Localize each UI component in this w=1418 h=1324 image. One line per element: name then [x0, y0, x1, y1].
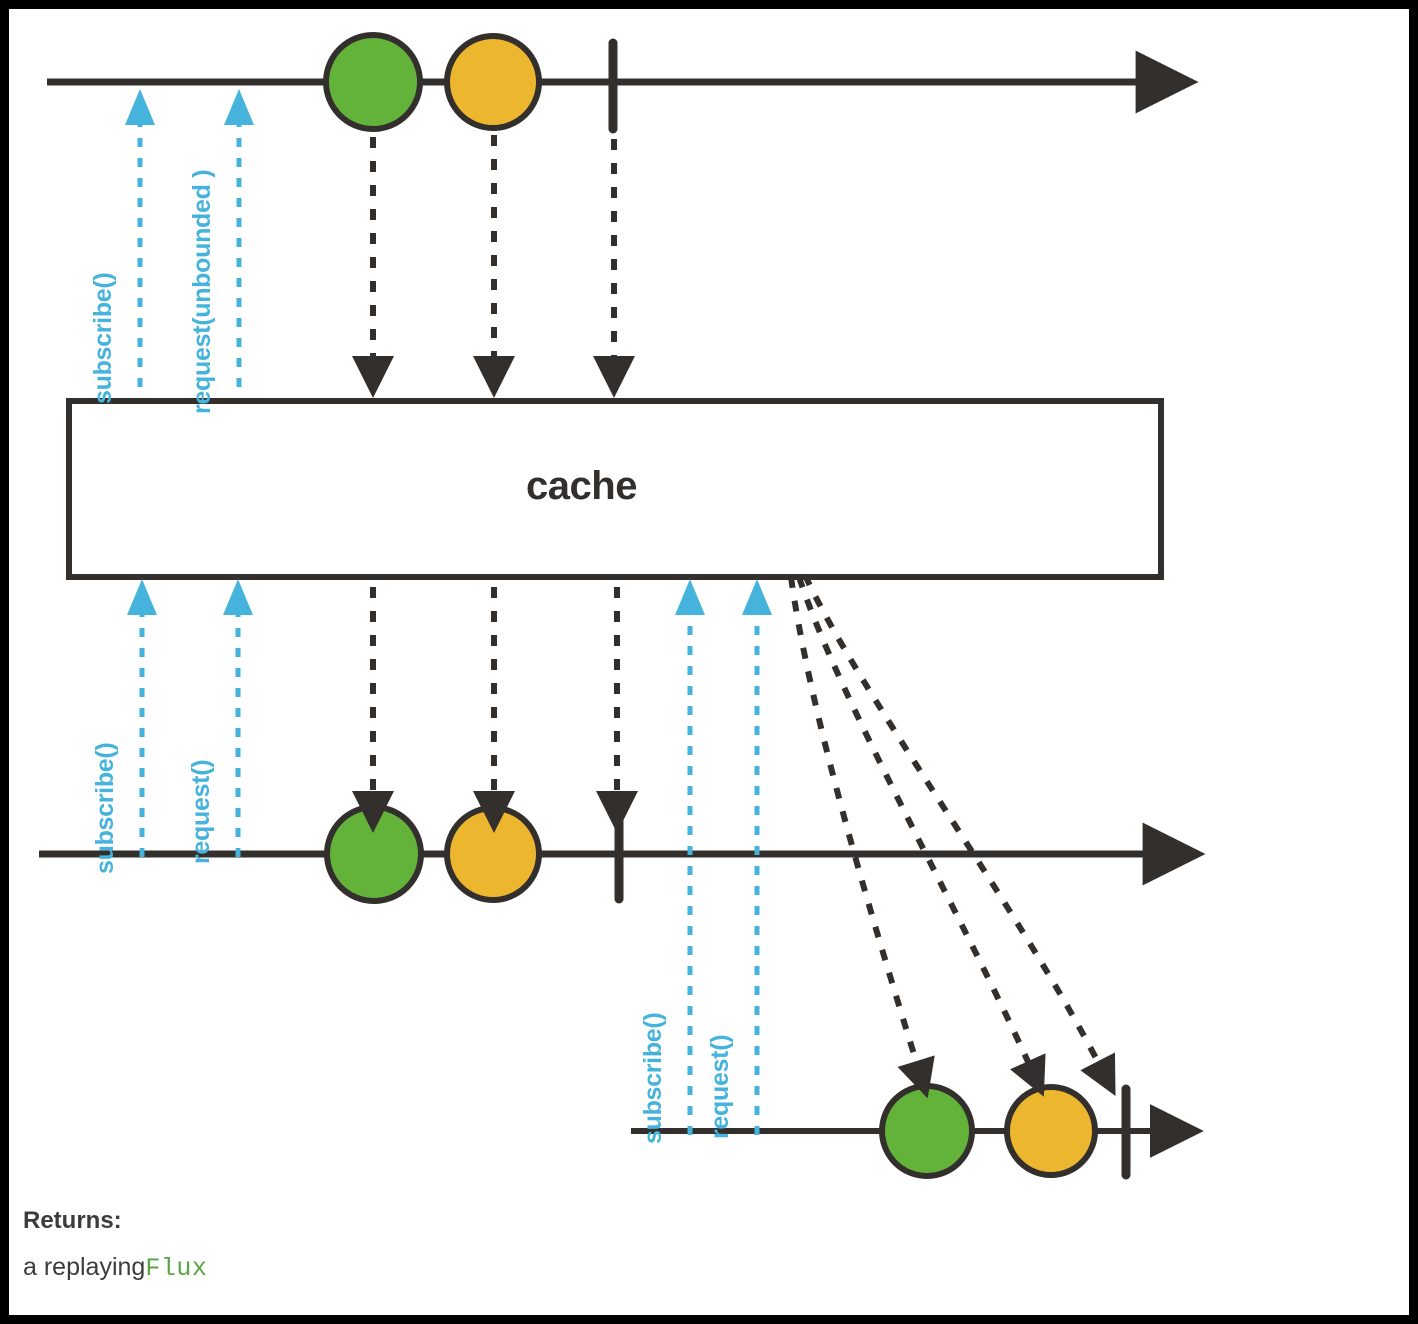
returns-title: Returns:	[23, 1207, 122, 1234]
second-subscriber-request-arrowhead	[742, 579, 772, 615]
first-subscriber-request-label: request()	[187, 759, 215, 864]
first-subscriber-request-arrowhead	[223, 579, 253, 615]
source-request-suffix: )	[188, 169, 216, 185]
source-subscription-signals	[125, 89, 254, 387]
source-marble-green	[323, 32, 423, 132]
source-request-prefix: request(	[188, 317, 216, 414]
returns-description: a replaying Flux	[23, 1253, 207, 1283]
second-subscriber-request-label: request()	[706, 1034, 734, 1139]
diagram-canvas: subscribe() request(unbounded ) subscrib…	[9, 9, 1409, 1315]
second-subscriber-timeline	[631, 1083, 1204, 1180]
returns-block: Returns: a replaying Flux	[23, 1207, 207, 1283]
returns-description-text: a replaying	[23, 1253, 146, 1281]
cache-replay-arrow-2	[796, 576, 1046, 1097]
source-request-label: request(unbounded )	[188, 169, 216, 414]
first-subscriber-marble-yellow	[444, 805, 542, 903]
first-subscriber-subscribe-arrowhead	[127, 579, 157, 615]
source-marble-yellow	[444, 33, 542, 131]
source-request-arrowhead	[224, 89, 254, 125]
first-subscriber-subscribe-label: subscribe()	[91, 742, 119, 874]
cache-replay-arrow-3	[802, 573, 1116, 1096]
second-subscriber-subscribe-label: subscribe()	[639, 1012, 667, 1144]
second-subscriber-marble-yellow	[1004, 1084, 1098, 1178]
second-subscriber-subscribe-arrowhead	[675, 579, 705, 615]
cache-to-first-subscriber-arrows	[352, 587, 638, 833]
returns-type-name: Flux	[145, 1254, 208, 1283]
source-subscribe-label: subscribe()	[89, 272, 117, 404]
second-subscriber-marble-green	[879, 1083, 975, 1179]
first-subscriber-subscription-signals	[127, 579, 253, 857]
cache-replay-arrow-1	[788, 576, 935, 1099]
second-subscriber-subscription-signals	[675, 579, 772, 1135]
cache-replay-arrows	[788, 573, 1116, 1099]
cache-operator-box	[66, 398, 1164, 580]
first-subscriber-timeline	[39, 804, 1206, 904]
source-subscribe-arrowhead	[125, 89, 155, 125]
source-to-cache-arrows	[352, 135, 635, 398]
first-subscriber-marble-green	[324, 804, 424, 904]
source-timeline	[47, 32, 1199, 134]
source-request-bold: unbounded	[188, 184, 216, 318]
cache-operator-label: cache	[526, 464, 637, 508]
marble-diagram-svg	[39, 32, 1206, 1180]
